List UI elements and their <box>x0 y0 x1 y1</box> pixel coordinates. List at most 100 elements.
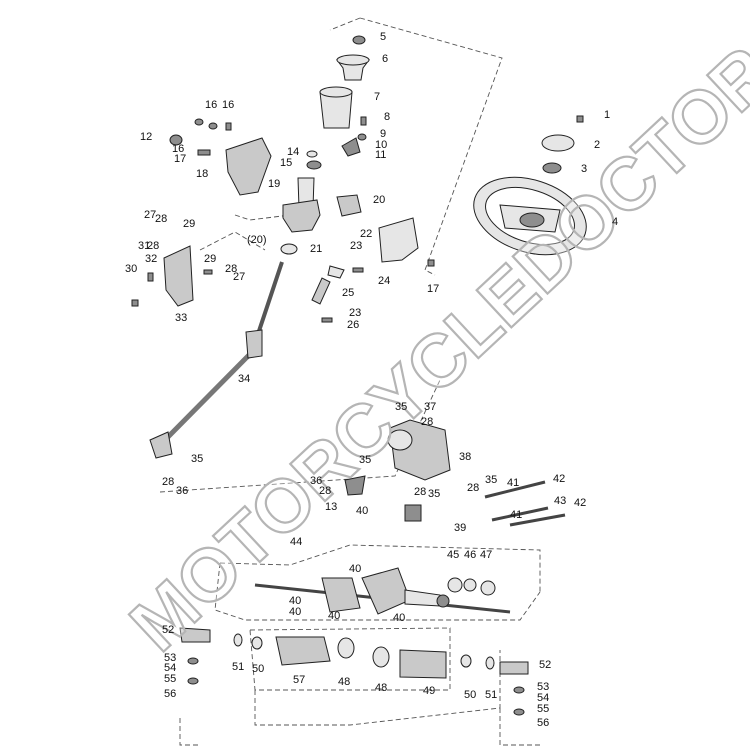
callout-label: 26 <box>347 319 359 331</box>
callout-label: 52 <box>539 659 551 671</box>
callout-label: 41 <box>507 477 519 489</box>
callout-label: 16 <box>222 99 234 111</box>
callout-label: 17 <box>174 153 186 165</box>
callout-label: 50 <box>464 689 476 701</box>
callout-label: 35 <box>191 453 203 465</box>
callout-label: 24 <box>378 275 390 287</box>
callout-label: (20) <box>247 234 267 246</box>
callout-label: 9 <box>380 128 386 140</box>
group-outlines <box>159 17 541 746</box>
callout-label: 54 <box>164 662 176 674</box>
steering-wheel <box>473 176 587 256</box>
callout-label: 28 <box>147 240 159 252</box>
callout-label: 50 <box>252 663 264 675</box>
callout-label: 23 <box>350 240 362 252</box>
callout-label: 33 <box>175 312 187 324</box>
damper-assembly <box>311 265 364 323</box>
callout-label: 57 <box>293 674 305 686</box>
column-top-parts <box>319 35 370 157</box>
callout-label: 35 <box>485 474 497 486</box>
callout-label: 53 <box>537 681 549 693</box>
callout-label: 3 <box>581 163 587 175</box>
callout-label: 37 <box>424 401 436 413</box>
callout-label: 42 <box>553 473 565 485</box>
callout-label: 36 <box>310 475 322 487</box>
callout-label: 12 <box>140 131 152 143</box>
callout-label: 41 <box>510 509 522 521</box>
left-mount-bracket <box>131 245 213 307</box>
callout-label: 49 <box>423 685 435 697</box>
callout-label: 8 <box>384 111 390 123</box>
callout-label: 16 <box>205 99 217 111</box>
callout-label: 48 <box>375 682 387 694</box>
callout-label: 28 <box>155 213 167 225</box>
callout-label: 28 <box>225 263 237 275</box>
steering-rack <box>254 567 511 615</box>
callout-label: 35 <box>359 454 371 466</box>
callout-label: 14 <box>287 146 299 158</box>
callout-label: 40 <box>393 612 405 624</box>
callout-label: 15 <box>280 157 292 169</box>
callout-label: 34 <box>238 373 250 385</box>
callout-label: 40 <box>328 610 340 622</box>
callout-label: 55 <box>164 673 176 685</box>
callout-label: 36 <box>176 485 188 497</box>
callout-label: 56 <box>537 717 549 729</box>
callout-label: 56 <box>164 688 176 700</box>
callout-label: 28 <box>162 476 174 488</box>
callout-label: 28 <box>467 482 479 494</box>
callout-label: 32 <box>145 253 157 265</box>
callout-label: 55 <box>537 703 549 715</box>
callout-label: 25 <box>342 287 354 299</box>
callout-label: 18 <box>196 168 208 180</box>
callout-label: 45 <box>447 549 459 561</box>
tie-rod-studs <box>484 480 566 527</box>
callout-label: 54 <box>537 692 549 704</box>
callout-label: 20 <box>373 194 385 206</box>
callout-label: 10 <box>375 139 387 151</box>
callout-label: 16 <box>172 143 184 155</box>
callout-label: 11 <box>375 149 386 161</box>
callout-label: 53 <box>164 652 176 664</box>
callout-label: 51 <box>485 689 497 701</box>
callout-label: 47 <box>480 549 492 561</box>
callout-label: 52 <box>162 624 174 636</box>
callout-label: 35 <box>428 488 440 500</box>
callout-label: 44 <box>290 536 302 548</box>
callout-label: 40 <box>289 606 301 618</box>
callout-label: 27 <box>144 209 156 221</box>
callout-label: 13 <box>325 501 337 513</box>
callout-label: 48 <box>338 676 350 688</box>
callout-label: 40 <box>289 595 301 607</box>
callout-label: 21 <box>310 243 322 255</box>
callout-label: 51 <box>232 661 244 673</box>
callout-label: 46 <box>464 549 476 561</box>
callout-label: 28 <box>319 485 331 497</box>
rack-boots-and-tie-rod-ends <box>179 627 529 716</box>
eps-motor-unit <box>344 419 451 522</box>
callout-label: 19 <box>268 178 280 190</box>
callout-label: 30 <box>125 263 137 275</box>
callout-label: 42 <box>574 497 586 509</box>
callout-label: 2 <box>594 139 600 151</box>
callout-label: 17 <box>427 283 439 295</box>
callout-label: 5 <box>380 31 386 43</box>
callout-label: 27 <box>233 271 245 283</box>
upper-column-bracket <box>169 118 272 196</box>
callout-label: 39 <box>454 522 466 534</box>
callout-label: 35 <box>395 401 407 413</box>
callout-label: 43 <box>554 495 566 507</box>
callout-label: 4 <box>612 216 618 228</box>
callout-label: 7 <box>374 91 380 103</box>
intermediate-shaft <box>149 261 284 459</box>
wheel-hub-cap <box>541 115 584 174</box>
callout-label: 28 <box>421 416 433 428</box>
callout-label: 29 <box>183 218 195 230</box>
callout-label: 40 <box>356 505 368 517</box>
callout-label: 23 <box>349 307 361 319</box>
callout-label: 1 <box>604 109 610 121</box>
callout-label: 29 <box>204 253 216 265</box>
